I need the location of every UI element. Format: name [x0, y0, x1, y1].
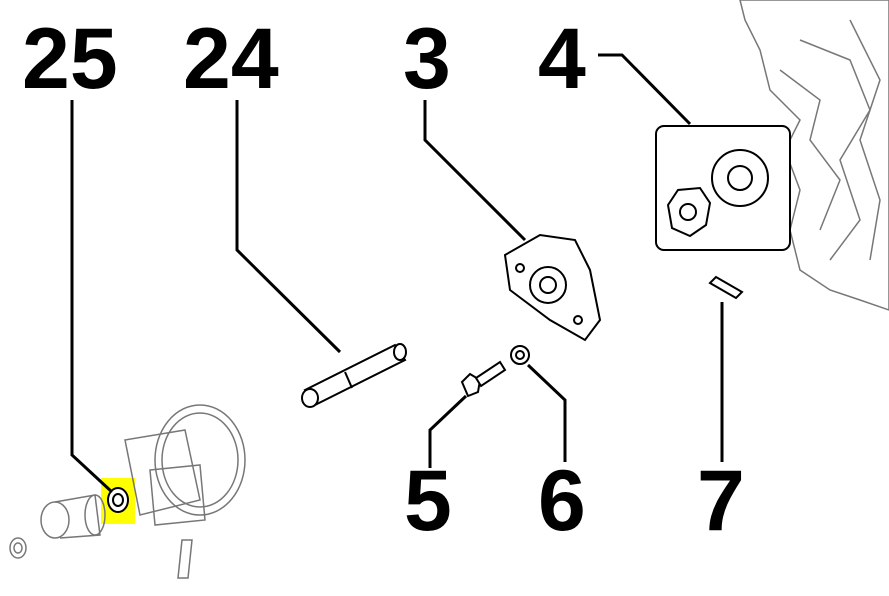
leader-line-24: [235, 100, 342, 354]
part-5-screw: [460, 360, 507, 398]
callout-7: 7: [697, 453, 745, 549]
part-7-pin: [708, 275, 744, 300]
gear-assembly-sketch: [9, 404, 246, 579]
part-6-nut: [510, 345, 530, 365]
callout-5: 5: [404, 453, 452, 549]
callout-3: 3: [403, 11, 451, 107]
part-4-rotor-set: [655, 125, 791, 251]
leader-line-25: [70, 100, 114, 494]
callout-6: 6: [538, 453, 586, 549]
part-24-shaft: [301, 343, 407, 408]
leader-line-4: [598, 53, 692, 126]
leader-line-3: [423, 100, 527, 242]
leader-line-6: [526, 363, 567, 462]
part-3-pump-plate: [503, 233, 602, 342]
engine-housing-sketch: [739, 0, 889, 311]
callout-24: 24: [183, 11, 279, 107]
callout-25: 25: [22, 11, 118, 107]
leader-line-5: [428, 394, 468, 468]
part-25-ring: [107, 487, 129, 513]
callout-4: 4: [538, 11, 586, 107]
